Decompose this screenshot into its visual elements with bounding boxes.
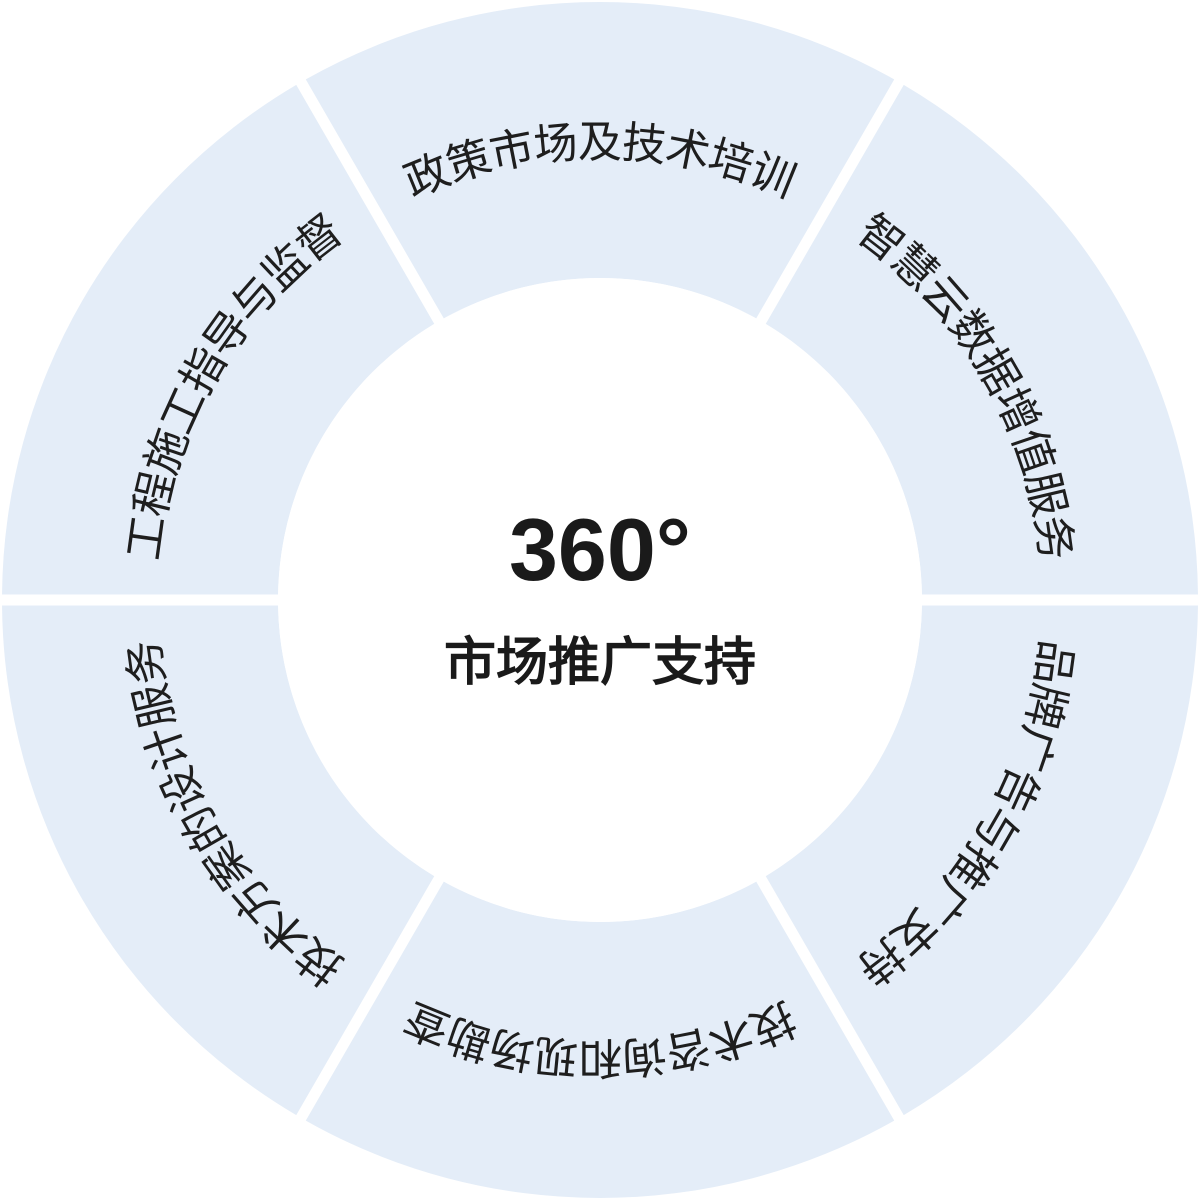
segment-solution-design: [2, 605, 435, 1116]
segment-consulting-survey: [305, 881, 895, 1198]
center-circle: [278, 278, 922, 922]
segment-cloud-data: [765, 84, 1198, 595]
center-subtitle: 市场推广支持: [444, 634, 756, 692]
segment-policy-training: [305, 2, 895, 319]
segment-brand-promotion: [765, 605, 1198, 1116]
segment-construction-guidance: [2, 84, 435, 595]
center-title: 360°: [509, 500, 691, 599]
